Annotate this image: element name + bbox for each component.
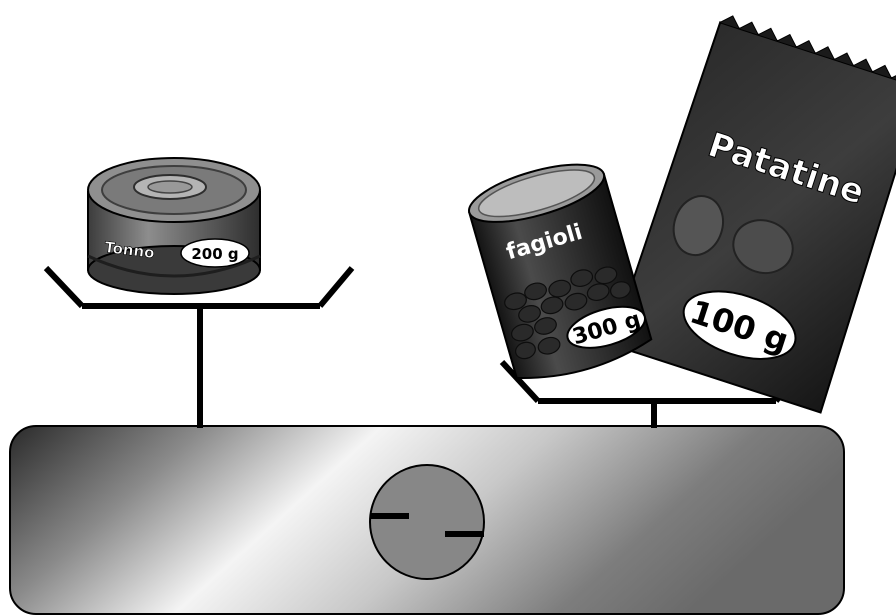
chips-bag: Patatine 100 g <box>611 12 896 413</box>
tuna-weight: 200 g <box>191 245 238 263</box>
tuna-can: Tonno 200 g <box>88 158 260 294</box>
balanced-dial <box>370 465 484 579</box>
beans-can: fagioli 300 g <box>463 153 654 389</box>
